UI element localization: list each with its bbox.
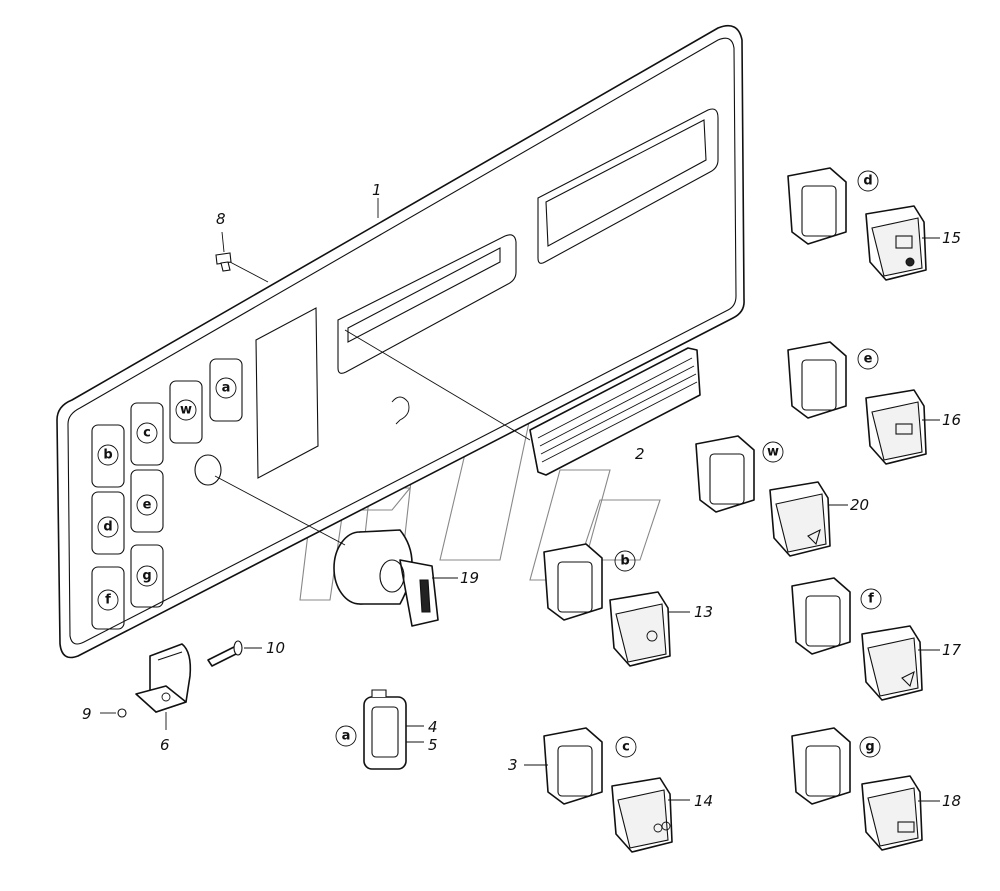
bracket-part-6: [135, 643, 192, 730]
switch-opening-d: d: [91, 491, 125, 555]
callout-8: 8: [216, 210, 226, 228]
svg-text:d: d: [103, 520, 112, 535]
svg-text:c: c: [143, 426, 151, 441]
callout-5: 5: [428, 736, 438, 754]
svg-text:g: g: [142, 569, 151, 584]
switch-opening-c: c: [130, 402, 164, 466]
switch-opening-a: a: [209, 358, 243, 422]
screw-part-8: [215, 231, 269, 283]
callout-1: 1: [372, 181, 382, 199]
callout-3: 3: [508, 756, 518, 774]
callout-2: 2: [635, 445, 645, 463]
callout-9: 9: [82, 705, 92, 723]
switch-opening-g: g: [130, 544, 164, 608]
svg-text:a: a: [222, 381, 231, 396]
svg-text:c: c: [622, 740, 630, 755]
switch-assembly-17: f: [791, 577, 940, 701]
callout-labels: 1 2 3 4 5 6 8 9 10 13 14 15 16 17 18 19 …: [82, 181, 962, 810]
ignition-switch-part-19: [214, 475, 458, 627]
switch-assembly-15: d: [787, 167, 940, 281]
switch-assembly-20: w: [695, 435, 848, 557]
switch-assembly-13: b: [543, 543, 690, 667]
callout-13: 13: [694, 603, 713, 621]
svg-text:e: e: [864, 352, 873, 367]
callout-19: 19: [460, 569, 479, 587]
svg-text:d: d: [863, 174, 872, 189]
svg-text:e: e: [143, 498, 152, 513]
callout-15: 15: [942, 229, 961, 247]
callout-16: 16: [942, 411, 961, 429]
svg-text:f: f: [868, 592, 874, 607]
switch-assembly-16: e: [787, 341, 940, 465]
switch-opening-b: b: [91, 424, 125, 488]
switch-assembly-18: g: [791, 727, 940, 851]
trim-strip-part-2: [344, 329, 701, 476]
callout-14: 14: [694, 792, 713, 810]
callout-4: 4: [428, 718, 438, 736]
svg-text:w: w: [180, 403, 192, 418]
blank-switch-part-4-5: a: [335, 689, 424, 770]
callout-10: 10: [266, 639, 285, 657]
clip-part-9: [100, 708, 127, 718]
svg-text:b: b: [620, 554, 629, 569]
switch-opening-w: w: [169, 380, 203, 444]
callout-17: 17: [942, 641, 962, 659]
svg-text:b: b: [103, 448, 112, 463]
svg-text:f: f: [105, 593, 111, 608]
switch-assembly-14: c: [524, 727, 690, 853]
svg-text:a: a: [342, 729, 351, 744]
svg-text:w: w: [767, 445, 779, 460]
callout-20: 20: [850, 496, 869, 514]
pin-part-10: [207, 640, 262, 667]
callout-6: 6: [160, 736, 170, 754]
svg-text:g: g: [865, 740, 874, 755]
callout-18: 18: [942, 792, 961, 810]
dashboard-panel: a w c b e d g: [56, 24, 745, 659]
switch-opening-e: e: [130, 469, 164, 533]
switch-opening-f: f: [91, 566, 125, 630]
